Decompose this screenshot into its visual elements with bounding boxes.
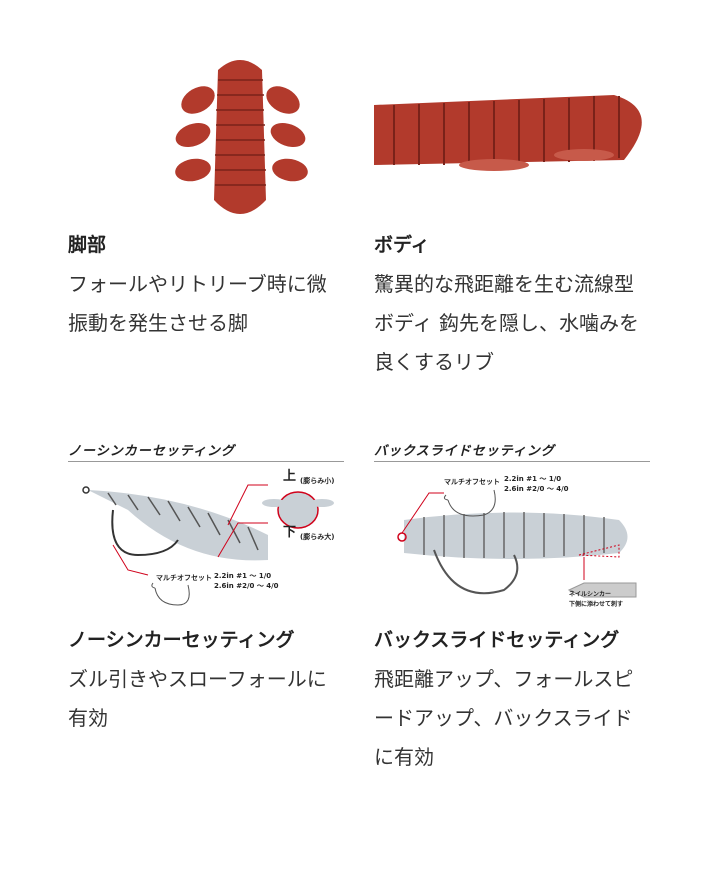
no-sinker-diagram: ノーシンカーセッティング 上 (膨らみ小) 下 (膨らみ大) マルチオフセット … xyxy=(68,440,344,615)
feature-title: ボディ xyxy=(374,234,430,256)
hook-size-2: 2.6in #2/0 ～ 4/0 xyxy=(504,485,569,493)
feature-desc: 驚異的な飛距離を生む流線型ボディ 鈎先を隠し、水噛みを良くするリブ xyxy=(374,272,639,374)
sinker-label: ネイルシンカー xyxy=(569,591,612,598)
body-photo xyxy=(374,50,650,225)
diagram-title: バックスライドセッティング xyxy=(374,440,650,462)
bottom-label: 下 xyxy=(283,525,297,540)
setting-title: バックスライドセッティング xyxy=(374,629,620,651)
legs-photo xyxy=(68,50,344,225)
top-note: (膨らみ小) xyxy=(300,477,335,485)
hook-label: マルチオフセット xyxy=(444,478,500,486)
feature-body: ボディ 驚異的な飛距離を生む流線型ボディ 鈎先を隠し、水噛みを良くするリブ xyxy=(374,50,650,382)
setting-back-slide: バックスライドセッティング マルチオフセット 2.2in #1 ～ 1/0 2.… xyxy=(374,440,650,777)
feature-desc: フォールやリトリーブ時に微振動を発生させる脚 xyxy=(68,272,327,335)
setting-desc: ズル引きやスローフォールに有効 xyxy=(68,667,327,730)
hook-size-1: 2.2in #1 ～ 1/0 xyxy=(214,572,272,580)
hook-label: マルチオフセット xyxy=(156,574,212,582)
setting-desc: 飛距離アップ、フォールスピードアップ、バックスライドに有効 xyxy=(374,667,634,769)
sinker-note: 下側に添わせて刺す xyxy=(569,601,624,608)
top-label: 上 xyxy=(283,469,297,484)
feature-legs: 脚部 フォールやリトリーブ時に微振動を発生させる脚 xyxy=(68,50,344,343)
bottom-note: (膨らみ大) xyxy=(300,533,335,541)
hook-size-1: 2.2in #1 ～ 1/0 xyxy=(504,475,562,483)
setting-no-sinker: ノーシンカーセッティング 上 (膨らみ小) 下 (膨らみ大) マルチオフセット … xyxy=(68,440,344,738)
diagram-title: ノーシンカーセッティング xyxy=(68,440,344,462)
back-slide-diagram: バックスライドセッティング マルチオフセット 2.2in #1 ～ 1/0 2.… xyxy=(374,440,650,615)
feature-title: 脚部 xyxy=(68,234,107,256)
setting-title: ノーシンカーセッティング xyxy=(68,629,295,651)
hook-size-2: 2.6in #2/0 ～ 4/0 xyxy=(214,582,279,590)
